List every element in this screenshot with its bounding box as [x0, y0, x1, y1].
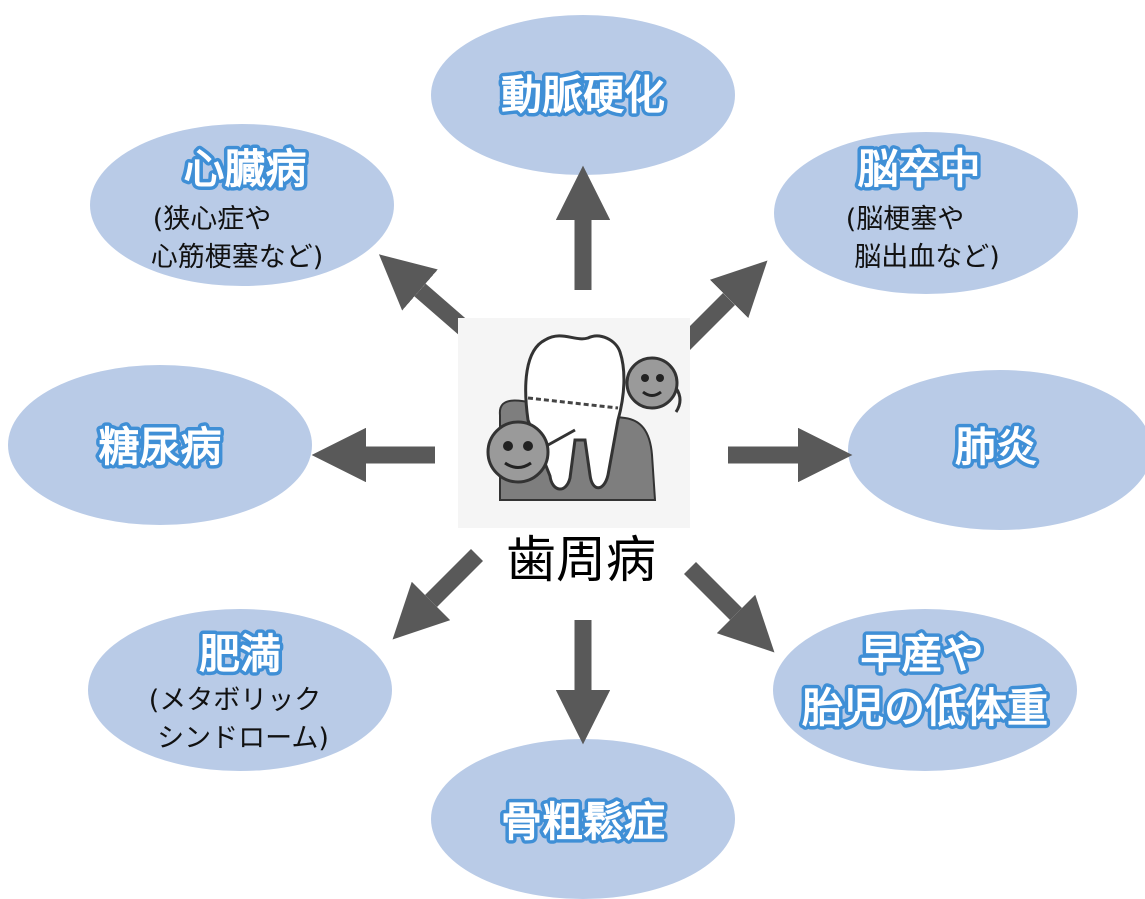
diabetes-title: 糖尿病: [99, 423, 222, 471]
bubble-pneumonia: [848, 370, 1145, 530]
osteoporosis-title: 骨粗鬆症: [501, 798, 665, 846]
obesity-sub1: (メタボリック: [149, 685, 322, 716]
bubble-diabetes: [8, 365, 312, 525]
heart-disease-sub2: 心筋梗塞など): [151, 242, 324, 273]
arrow-to-stroke: [676, 260, 768, 352]
heart-disease-sub1: (狭心症や: [153, 204, 272, 235]
premature-birth-title-line2: 胎児の低体重: [802, 684, 1048, 732]
bubble-arteriosclerosis: [431, 15, 735, 175]
stroke-title: 脳卒中: [858, 145, 981, 193]
tooth-bacteria-illustration: [458, 318, 690, 528]
stroke-sub2: 脳出血など): [854, 242, 1000, 273]
bubble-osteoporosis: [431, 739, 735, 899]
stroke-sub1: (脳梗塞や: [846, 204, 965, 235]
bubble-heart-disease: [90, 124, 394, 286]
premature-birth-title-line1: 早産や: [861, 630, 984, 678]
arrow-to-premature-birth: [683, 561, 775, 653]
obesity-title: 肥満: [199, 630, 281, 678]
heart-disease-title: 心臓病: [184, 145, 307, 193]
bubble-obesity: [88, 609, 392, 771]
arteriosclerosis-title: 動脈硬化: [501, 71, 665, 119]
center-label: 歯周病: [506, 531, 656, 589]
obesity-sub2: シンドローム): [157, 723, 329, 754]
arrow-to-obesity: [392, 548, 484, 640]
bubble-premature-birth: [773, 609, 1077, 771]
pneumonia-title: 肺炎: [955, 423, 1037, 471]
bubble-stroke: [774, 132, 1078, 294]
